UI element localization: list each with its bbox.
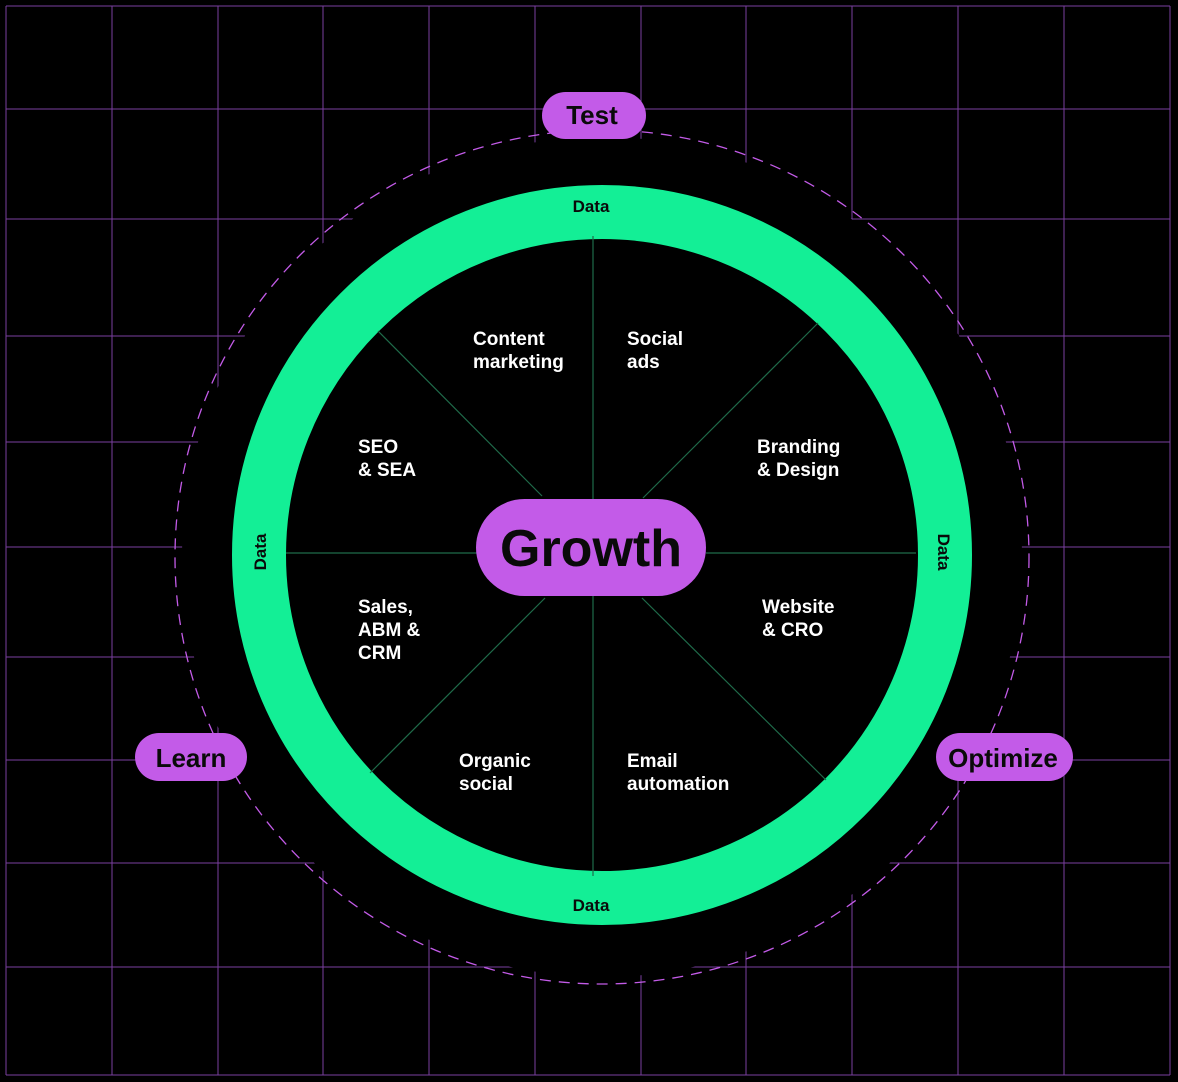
data-ring xyxy=(232,185,972,925)
segment-label-line: Branding xyxy=(757,437,840,458)
ring-label-top: Data xyxy=(573,197,610,216)
segment-label-line: ABM & xyxy=(358,620,421,641)
segment-label-line: & CRO xyxy=(762,620,823,641)
segment-label-website-cro: Website& CRO xyxy=(762,597,835,641)
ring-label-left: Data xyxy=(251,533,270,570)
cycle-orbit-dashed xyxy=(174,129,1030,985)
segment-label-line: Organic xyxy=(459,751,531,772)
cycle-label-optimize: Optimize xyxy=(948,743,1058,773)
segment-label-line: SEO xyxy=(358,437,398,458)
cycle-pill-right: Optimize xyxy=(936,733,1073,781)
segment-label-line: ads xyxy=(627,352,660,373)
center-pill-shape xyxy=(476,499,706,596)
segment-label-line: automation xyxy=(627,774,729,795)
cycle-pill-left: Learn xyxy=(135,733,247,781)
segment-label-line: Website xyxy=(762,597,835,618)
cycle-label-learn: Learn xyxy=(156,743,227,773)
segment-label-line: & SEA xyxy=(358,460,416,481)
cycle-label-test: Test xyxy=(566,100,618,130)
divider-diag-tr xyxy=(642,322,819,499)
pill-test-shape xyxy=(542,92,646,139)
segment-label-line: Social xyxy=(627,329,683,350)
ring-label-right: Data xyxy=(934,534,953,571)
divider-diag-bl xyxy=(369,597,546,774)
segment-dividers xyxy=(286,236,916,876)
pill-optimize-shape xyxy=(936,733,1073,781)
segment-label-sales-abm-crm: Sales,ABM &CRM xyxy=(358,597,421,664)
divider-diag-tl xyxy=(377,330,543,497)
divider-diag-br xyxy=(641,597,827,781)
segment-label-line: CRM xyxy=(358,643,401,664)
segment-label-branding-design: Branding& Design xyxy=(757,437,840,481)
segment-label-line: Email xyxy=(627,751,678,772)
center-pill: Growth xyxy=(476,499,706,596)
segment-label-seo-sea: SEO& SEA xyxy=(358,437,416,481)
segment-label-line: marketing xyxy=(473,352,564,373)
pill-learn-shape xyxy=(135,733,247,781)
segment-label-line: & Design xyxy=(757,460,839,481)
segment-label-line: social xyxy=(459,774,513,795)
ring-label-bottom: Data xyxy=(573,896,610,915)
segment-label-line: Content xyxy=(473,329,545,350)
center-label: Growth xyxy=(500,520,682,578)
cycle-pill-top: Test xyxy=(542,92,646,139)
segment-label-line: Sales, xyxy=(358,597,413,618)
